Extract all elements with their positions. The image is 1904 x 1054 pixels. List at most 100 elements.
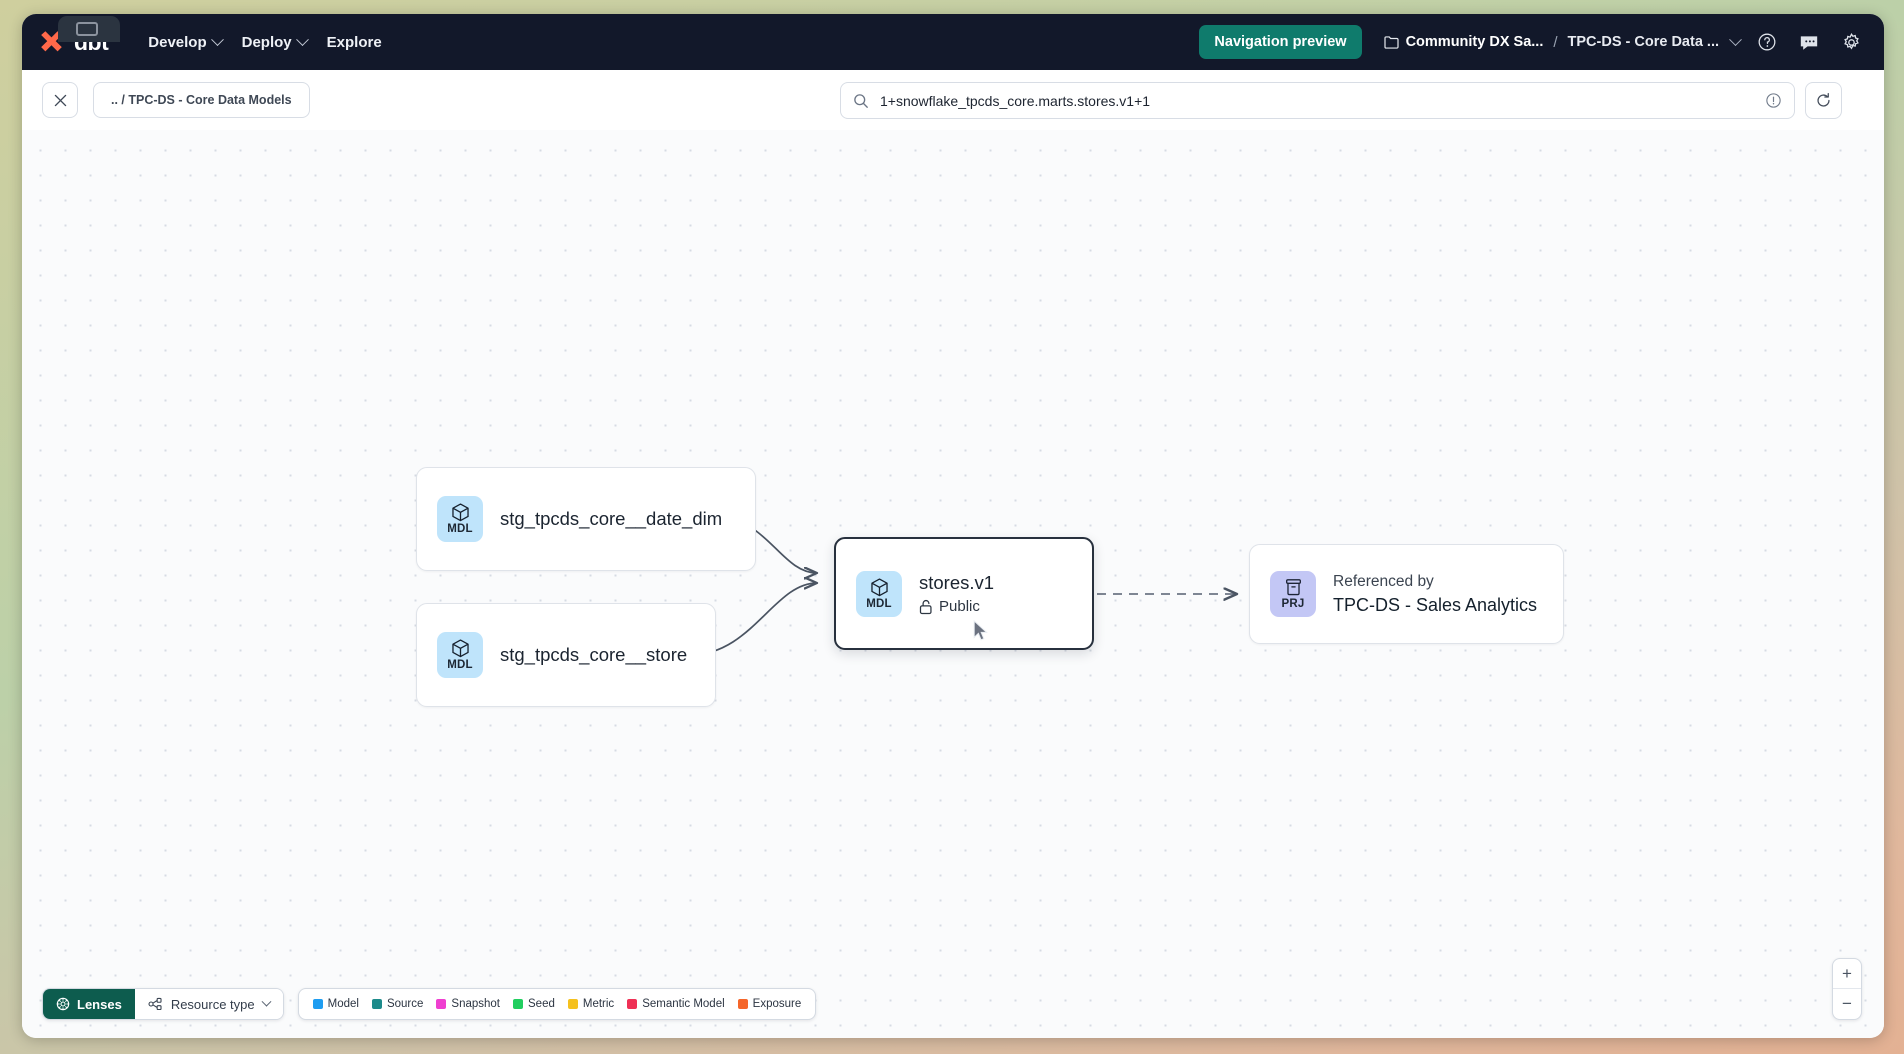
- node-title: stores.v1: [919, 572, 995, 593]
- legend-label: Seed: [528, 998, 555, 1010]
- refresh-button[interactable]: [1805, 82, 1842, 119]
- legend-item-exposure: Exposure: [737, 998, 802, 1010]
- nav-item-develop-label: Develop: [148, 33, 207, 51]
- browser-tab-nub[interactable]: [58, 16, 120, 42]
- feedback-chat-icon: [1800, 35, 1818, 50]
- node-text-block: Referenced by TPC-DS - Sales Analytics: [1333, 573, 1537, 616]
- chevron-down-icon: [261, 996, 272, 1007]
- graph-node-tpc-ds-sales-analytics[interactable]: PRJ Referenced by TPC-DS - Sales Analyti…: [1249, 544, 1564, 644]
- breadcrumb-project-label[interactable]: TPC-DS - Core Data ...: [1567, 34, 1719, 50]
- breadcrumb-account-label: Community DX Sa...: [1405, 34, 1544, 50]
- settings-button[interactable]: [1836, 27, 1866, 57]
- legend-label: Snapshot: [451, 998, 501, 1010]
- graph-node-stores-v1[interactable]: MDL stores.v1 Public: [834, 537, 1094, 650]
- lineage-graph-canvas[interactable]: MDL stg_tpcds_core__date_dim: [22, 130, 1884, 1038]
- node-badge-mdl: MDL: [437, 632, 483, 678]
- chevron-down-icon: [210, 32, 224, 46]
- zoom-out-button[interactable]: −: [1842, 994, 1852, 1013]
- help-button[interactable]: [1752, 27, 1782, 57]
- gear-icon: [1843, 32, 1859, 50]
- legend-item-snapshot: Snapshot: [436, 998, 500, 1010]
- legend-label: Semantic Model: [642, 998, 725, 1010]
- legend-swatch: [567, 999, 578, 1009]
- lenses-button[interactable]: Lenses: [43, 989, 135, 1019]
- node-text-block: stores.v1 Public: [919, 572, 994, 615]
- refresh-icon: [1817, 92, 1830, 107]
- graph-node-stg-tpcds-core-date-dim[interactable]: MDL stg_tpcds_core__date_dim: [416, 467, 756, 571]
- legend-label: Source: [386, 998, 424, 1010]
- legend-item-semantic-model: Semantic Model: [627, 998, 725, 1010]
- browser-window: dbt Develop Deploy Explore Navigation pr…: [22, 14, 1884, 1038]
- node-badge-label: MDL: [447, 659, 473, 672]
- legend-label: Model: [327, 998, 359, 1010]
- legend-item-metric: Metric: [567, 998, 615, 1010]
- cube-icon: [451, 503, 469, 522]
- chevron-down-icon[interactable]: [1729, 32, 1742, 46]
- lineage-bottom-toolbar: Lenses Resource type: [42, 988, 817, 1020]
- resource-type-legend: Model Source Snapshot Seed: [297, 988, 817, 1020]
- close-lineage-button[interactable]: [42, 82, 78, 118]
- legend-swatch: [312, 999, 323, 1009]
- nav-item-develop[interactable]: Develop: [138, 27, 231, 58]
- nav-item-deploy[interactable]: Deploy: [232, 27, 317, 58]
- legend-swatch: [513, 999, 524, 1009]
- node-badge-mdl: MDL: [437, 496, 483, 542]
- node-title: stg_tpcds_core__store: [500, 644, 688, 665]
- resource-type-dropdown[interactable]: Resource type: [134, 989, 283, 1019]
- nodes-graph-icon: [148, 997, 162, 1011]
- info-circle-icon[interactable]: [1765, 92, 1782, 109]
- search-input[interactable]: [880, 92, 1754, 109]
- folder-icon: [1383, 35, 1399, 49]
- legend-swatch: [737, 999, 748, 1009]
- legend-item-source: Source: [371, 998, 424, 1010]
- nav-item-explore-label: Explore: [326, 33, 382, 51]
- node-access-row: Public: [919, 598, 994, 615]
- lenses-button-label: Lenses: [77, 996, 122, 1012]
- legend-swatch: [371, 999, 382, 1009]
- navigation-preview-badge[interactable]: Navigation preview: [1199, 25, 1362, 59]
- unlock-icon: [919, 599, 932, 614]
- cube-icon: [870, 578, 888, 596]
- resource-type-label: Resource type: [170, 996, 255, 1012]
- breadcrumb-separator: /: [1553, 33, 1558, 51]
- node-kicker: Referenced by: [1333, 572, 1434, 590]
- cube-icon: [451, 639, 469, 658]
- node-badge-label: MDL: [866, 597, 892, 610]
- node-title: stg_tpcds_core__date_dim: [500, 508, 723, 529]
- dbt-x-logo-icon: [41, 31, 62, 52]
- feedback-button[interactable]: [1794, 27, 1824, 57]
- node-text-block: stg_tpcds_core__date_dim: [500, 508, 722, 530]
- project-stack-icon: [1285, 579, 1301, 596]
- legend-swatch: [436, 999, 447, 1009]
- legend-item-model: Model: [312, 998, 359, 1010]
- legend-item-seed: Seed: [513, 998, 555, 1010]
- top-navigation-bar: dbt Develop Deploy Explore Navigation pr…: [22, 14, 1884, 70]
- node-text-block: stg_tpcds_core__store: [500, 644, 687, 666]
- chevron-down-icon: [295, 32, 309, 46]
- lineage-toolbar: .. / TPC-DS - Core Data Models: [22, 70, 1884, 130]
- lineage-search-box[interactable]: [840, 82, 1795, 119]
- scope-breadcrumb-label: .. / TPC-DS - Core Data Models: [111, 93, 292, 107]
- lens-globe-icon: [56, 997, 70, 1011]
- breadcrumb-account[interactable]: Community DX Sa...: [1383, 34, 1544, 50]
- legend-swatch: [627, 999, 638, 1009]
- node-badge-label: MDL: [447, 523, 473, 536]
- legend-label: Metric: [582, 998, 615, 1010]
- close-x-icon: [54, 94, 66, 106]
- legend-label: Exposure: [752, 998, 802, 1010]
- search-icon: [854, 93, 868, 108]
- nav-item-explore[interactable]: Explore: [317, 27, 392, 58]
- zoom-in-button[interactable]: +: [1833, 959, 1861, 989]
- graph-node-stg-tpcds-core-store[interactable]: MDL stg_tpcds_core__store: [416, 603, 716, 707]
- zoom-controls: + −: [1832, 958, 1862, 1020]
- node-badge-prj: PRJ: [1270, 571, 1316, 617]
- node-badge-label: PRJ: [1281, 598, 1305, 611]
- lens-control-group: Lenses Resource type: [42, 988, 284, 1020]
- search-area: [840, 82, 1842, 119]
- tab-window-icon: [76, 22, 98, 36]
- node-badge-mdl: MDL: [856, 570, 902, 617]
- scope-breadcrumb-pill[interactable]: .. / TPC-DS - Core Data Models: [93, 82, 310, 118]
- nav-item-deploy-label: Deploy: [241, 33, 292, 51]
- help-circle-icon: [1758, 33, 1776, 51]
